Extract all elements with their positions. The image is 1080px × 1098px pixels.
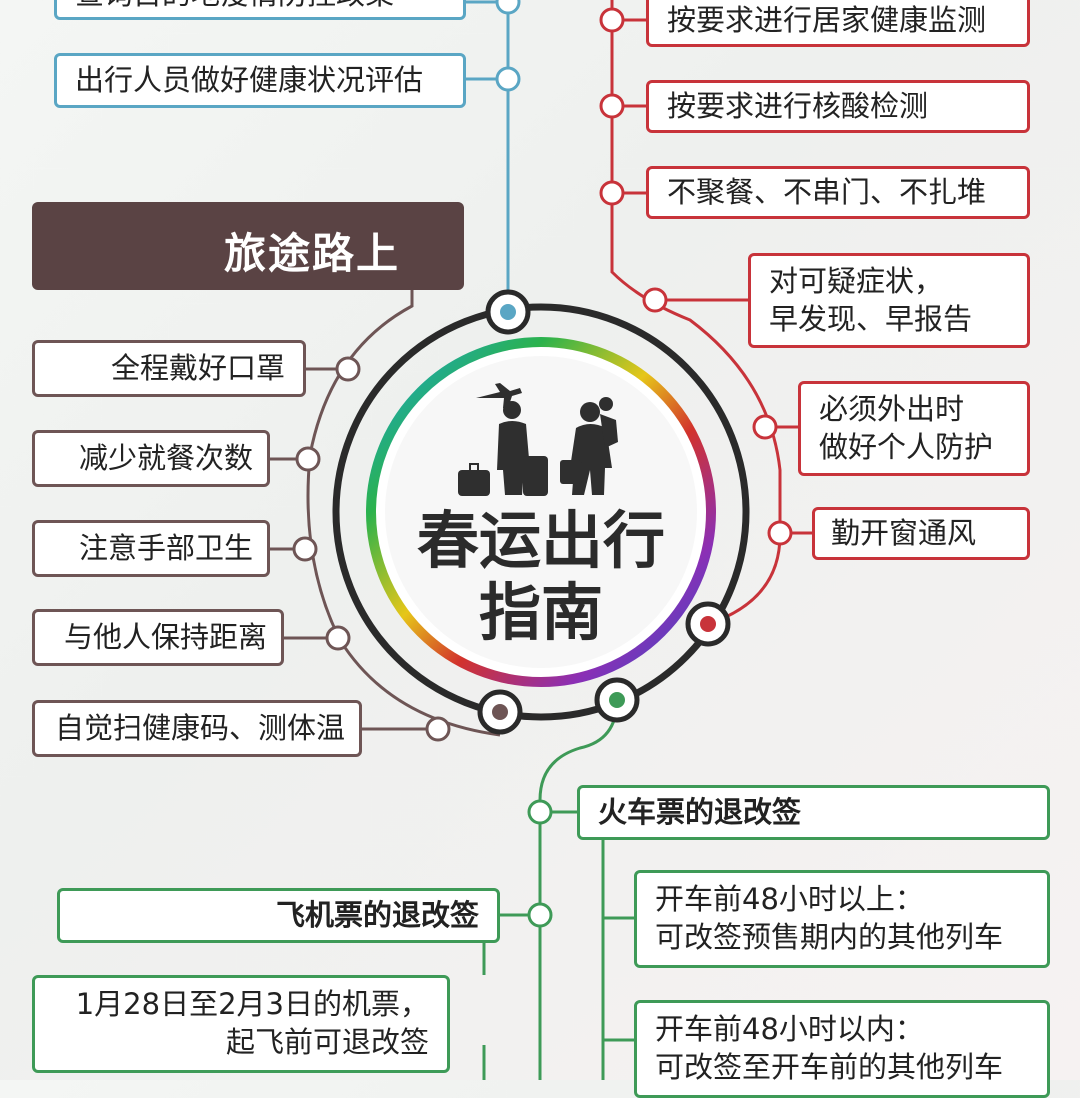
plane-title-box: 飞机票的退改签 — [57, 888, 500, 943]
center-title-line2: 指南 — [478, 576, 603, 649]
train-item-1: 开车前48小时以上： 可改签预售期内的其他列车 — [634, 870, 1050, 968]
top-left-box-1: 出行人员做好健康状况评估 — [54, 53, 466, 108]
travel-item-4: 与他人保持距离 — [32, 609, 284, 666]
center-title: 春运出行 指南 — [386, 505, 696, 649]
travel-item-5: 自觉扫健康码、测体温 — [32, 700, 362, 757]
top-right-box-3: 不聚餐、不串门、不扎堆 — [646, 166, 1030, 219]
top-right-box-2: 按要求进行核酸检测 — [646, 80, 1030, 133]
travel-item-1: 全程戴好口罩 — [32, 340, 306, 397]
right-box-3: 勤开窗通风 — [812, 507, 1030, 560]
plane-item-1: 1月28日至2月3日的机票， 起飞前可退改签 — [32, 975, 450, 1073]
outer-ring — [332, 303, 750, 721]
travel-header-title: 旅途路上 — [224, 229, 401, 278]
center-title-line1: 春运出行 — [416, 504, 665, 577]
train-item-2: 开车前48小时以内： 可改签至开车前的其他列车 — [634, 1000, 1050, 1098]
right-box-2: 必须外出时 做好个人防护 — [798, 381, 1030, 476]
top-left-box-cut: 查询目的地疫情防控政策 — [54, 0, 466, 20]
green-line — [538, 699, 619, 1080]
travel-header: 旅途路上 — [32, 202, 464, 290]
travelers-icon — [458, 383, 618, 496]
train-title-box: 火车票的退改签 — [577, 785, 1050, 840]
top-right-box-1: 按要求进行居家健康监测 — [646, 0, 1030, 47]
station-markers — [477, 289, 731, 735]
right-box-1: 对可疑症状， 早发现、早报告 — [748, 253, 1030, 348]
travel-item-2: 减少就餐次数 — [32, 430, 270, 487]
travel-item-3: 注意手部卫生 — [32, 520, 270, 577]
